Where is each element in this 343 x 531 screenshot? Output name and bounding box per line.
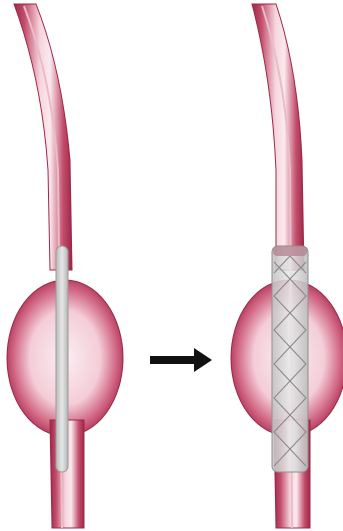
catheter-device xyxy=(56,246,68,472)
stent-graft xyxy=(272,246,308,472)
vessel-neck-right xyxy=(252,4,304,270)
transition-arrow xyxy=(150,348,212,372)
before-panel xyxy=(7,4,123,528)
stent-graft-top-band xyxy=(273,246,307,256)
arrow-shaft xyxy=(150,356,196,364)
after-panel xyxy=(231,4,343,528)
arrow-head xyxy=(194,348,212,372)
vessel-neck-left xyxy=(14,4,72,270)
